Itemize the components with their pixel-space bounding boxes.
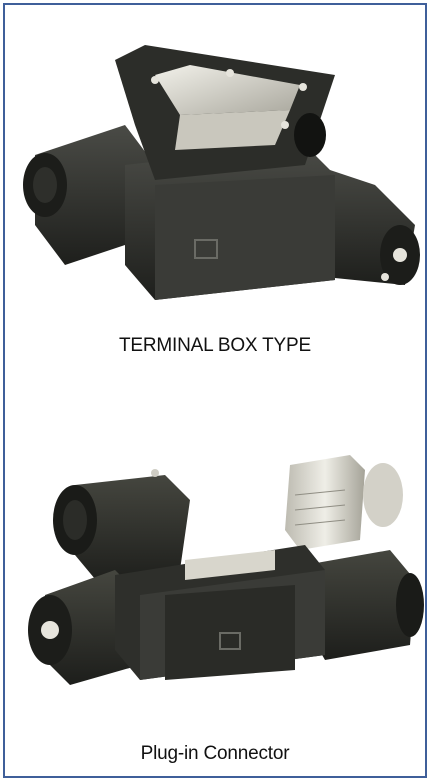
plug-in-connector-valve-photo: [5, 435, 425, 735]
figure-frame: TERMINAL BOX TYPE: [3, 3, 427, 778]
caption-plug-in-connector: Plug-in Connector: [140, 743, 290, 764]
caption-terminal-box-type: TERMINAL BOX TYPE: [119, 335, 311, 356]
terminal-box-valve-photo: [5, 15, 425, 315]
